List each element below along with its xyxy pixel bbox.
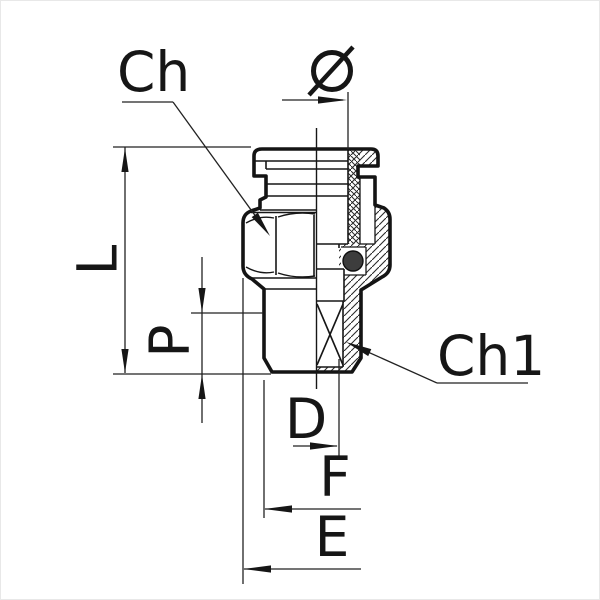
- arrowheads: [121, 96, 372, 573]
- fitting-outline: [241, 147, 392, 374]
- arrow-f: [264, 505, 292, 513]
- label-l: L: [65, 244, 129, 275]
- o-ring: [342, 250, 364, 272]
- diameter-symbol-slash: [307, 45, 355, 97]
- leader-ch: [172, 101, 268, 233]
- label-ch: Ch: [117, 40, 190, 104]
- dimension-lines: [113, 92, 361, 584]
- arrow-e: [243, 565, 271, 573]
- diameter-symbol-circle: [311, 50, 353, 92]
- arrow-ch1-leader: [346, 342, 372, 357]
- arrow-d: [310, 442, 338, 450]
- label-p: P: [137, 324, 201, 357]
- arrow-ch-leader: [251, 212, 270, 236]
- label-d: D: [285, 387, 327, 451]
- label-e: E: [315, 505, 350, 569]
- diameter-symbol: [307, 45, 355, 97]
- arrow-p-top: [198, 288, 206, 313]
- arrow-diameter: [318, 96, 347, 104]
- label-f: F: [319, 445, 351, 509]
- arrow-l-top: [121, 148, 129, 172]
- internal-hex-lines: [316, 303, 344, 366]
- arrow-p-bottom: [198, 374, 206, 399]
- label-ch1: Ch1: [437, 324, 545, 388]
- internal-lines: [245, 149, 376, 368]
- arrow-l-bottom: [121, 349, 129, 373]
